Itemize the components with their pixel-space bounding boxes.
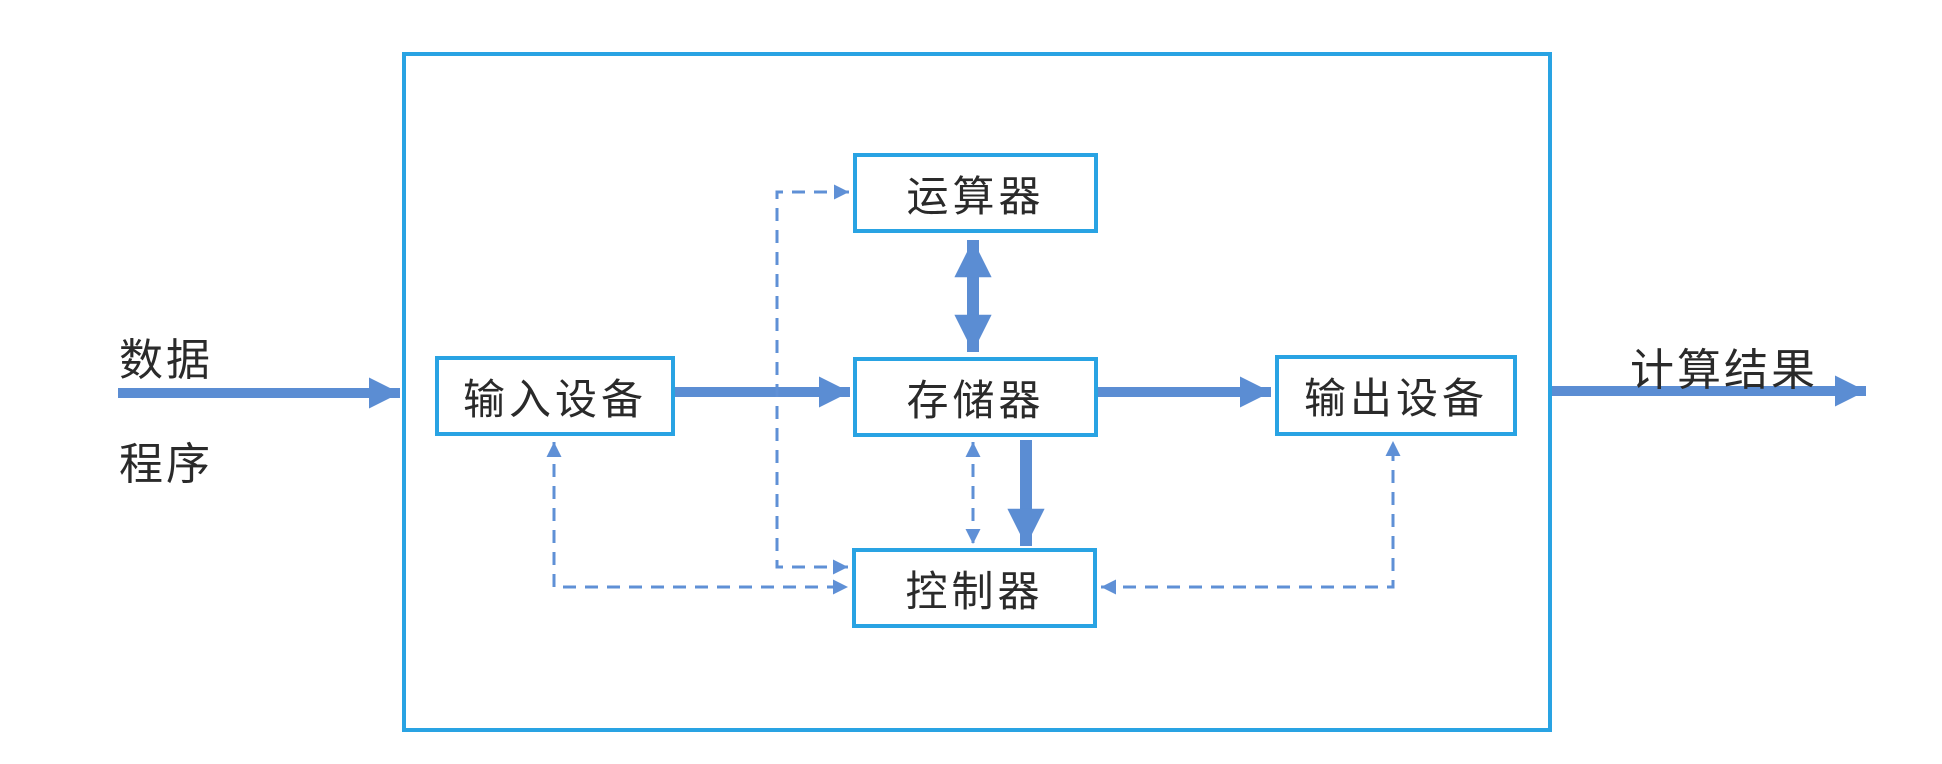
node-control-unit-label: 控制器: [905, 569, 1044, 616]
system-boundary: [402, 52, 1552, 732]
node-output-device: 输出设备: [1275, 355, 1517, 436]
node-memory-label: 存储器: [906, 378, 1045, 425]
node-input-device-label: 输入设备: [462, 377, 647, 424]
node-output-device-label: 输出设备: [1303, 377, 1488, 423]
label-program: 程序: [119, 440, 213, 489]
dashed-control-input-link: [546, 442, 848, 595]
label-result: 计算结果: [1630, 346, 1818, 395]
node-memory: 存储器: [853, 357, 1098, 437]
label-data: 数据: [119, 336, 213, 385]
dashed-control-output-link: [1101, 441, 1401, 595]
node-input-device: 输入设备: [435, 356, 675, 436]
node-alu: 运算器: [853, 153, 1098, 233]
node-alu-label: 运算器: [906, 174, 1045, 221]
node-control-unit: 控制器: [852, 548, 1097, 628]
